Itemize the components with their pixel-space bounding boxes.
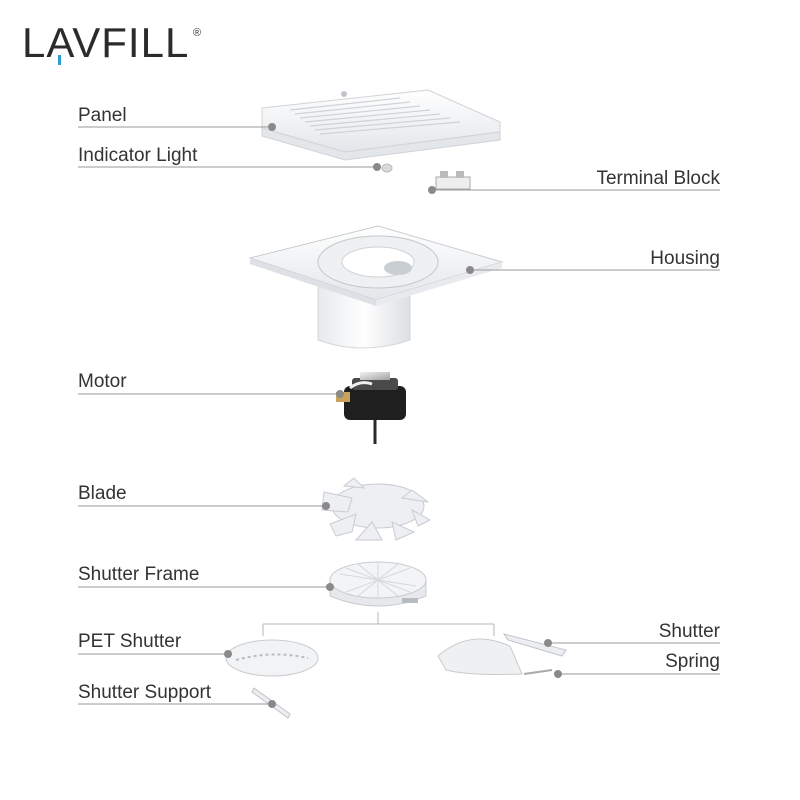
label-housing: Housing bbox=[650, 248, 720, 269]
leader-lines bbox=[78, 126, 720, 705]
pet-shutter-part bbox=[225, 639, 319, 677]
label-blade: Blade bbox=[78, 483, 127, 504]
spring-part bbox=[523, 669, 553, 675]
bracket-lines bbox=[262, 612, 495, 636]
label-motor: Motor bbox=[78, 371, 127, 392]
registered-mark: ® bbox=[193, 27, 202, 39]
shutter-half-disc-part bbox=[437, 638, 523, 675]
label-terminal-block: Terminal Block bbox=[596, 168, 720, 189]
leader-dots bbox=[224, 123, 562, 708]
shutter-frame-part bbox=[329, 561, 427, 607]
indicator-light-part bbox=[381, 163, 393, 173]
label-shutter-frame: Shutter Frame bbox=[78, 564, 200, 585]
terminal-block-part bbox=[435, 171, 471, 190]
motor-part bbox=[336, 372, 406, 444]
brand-logo: LAVFILL bbox=[22, 19, 190, 66]
label-shutter: Shutter bbox=[658, 621, 720, 642]
blade-part bbox=[321, 477, 432, 541]
label-pet-shutter: PET Shutter bbox=[78, 631, 182, 652]
label-panel: Panel bbox=[78, 105, 127, 126]
label-spring: Spring bbox=[665, 651, 720, 672]
panel-part bbox=[261, 89, 501, 161]
housing-part bbox=[248, 225, 504, 349]
logo-accent-mark bbox=[58, 55, 61, 65]
label-shutter-support: Shutter Support bbox=[78, 682, 212, 703]
label-indicator-light: Indicator Light bbox=[78, 145, 198, 166]
